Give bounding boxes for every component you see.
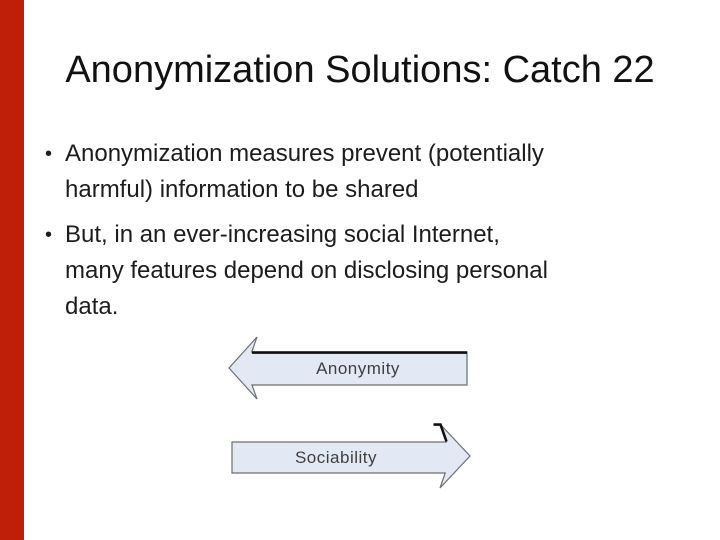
anonymity-arrow-label: Anonymity [316, 359, 400, 378]
bullet-dot-icon: • [45, 224, 53, 246]
anonymity-left-arrow: Anonymity [228, 336, 468, 400]
bullet-line: harmful) information to be shared [65, 176, 419, 203]
red-edge-bar [0, 0, 24, 540]
bullet-item: • Anonymization measures prevent (potent… [45, 136, 544, 208]
sociability-arrow-label: Sociability [295, 448, 377, 467]
bullet-line: data. [65, 293, 119, 320]
sociability-arrow-top-shadow [433, 423, 448, 442]
bullet-text: Anonymization measures prevent (potentia… [65, 136, 544, 208]
bullet-text: But, in an ever-increasing social Intern… [65, 217, 548, 325]
bullet-line: But, in an ever-increasing social Intern… [65, 221, 500, 248]
slide-title: Anonymization Solutions: Catch 22 [65, 49, 655, 91]
sociability-right-arrow: Sociability [231, 423, 471, 489]
bullet-dot-icon: • [45, 143, 53, 165]
bullet-line: Anonymization measures prevent (potentia… [65, 140, 544, 167]
bullet-item: • But, in an ever-increasing social Inte… [45, 217, 548, 325]
bullet-line: many features depend on disclosing perso… [65, 257, 548, 284]
